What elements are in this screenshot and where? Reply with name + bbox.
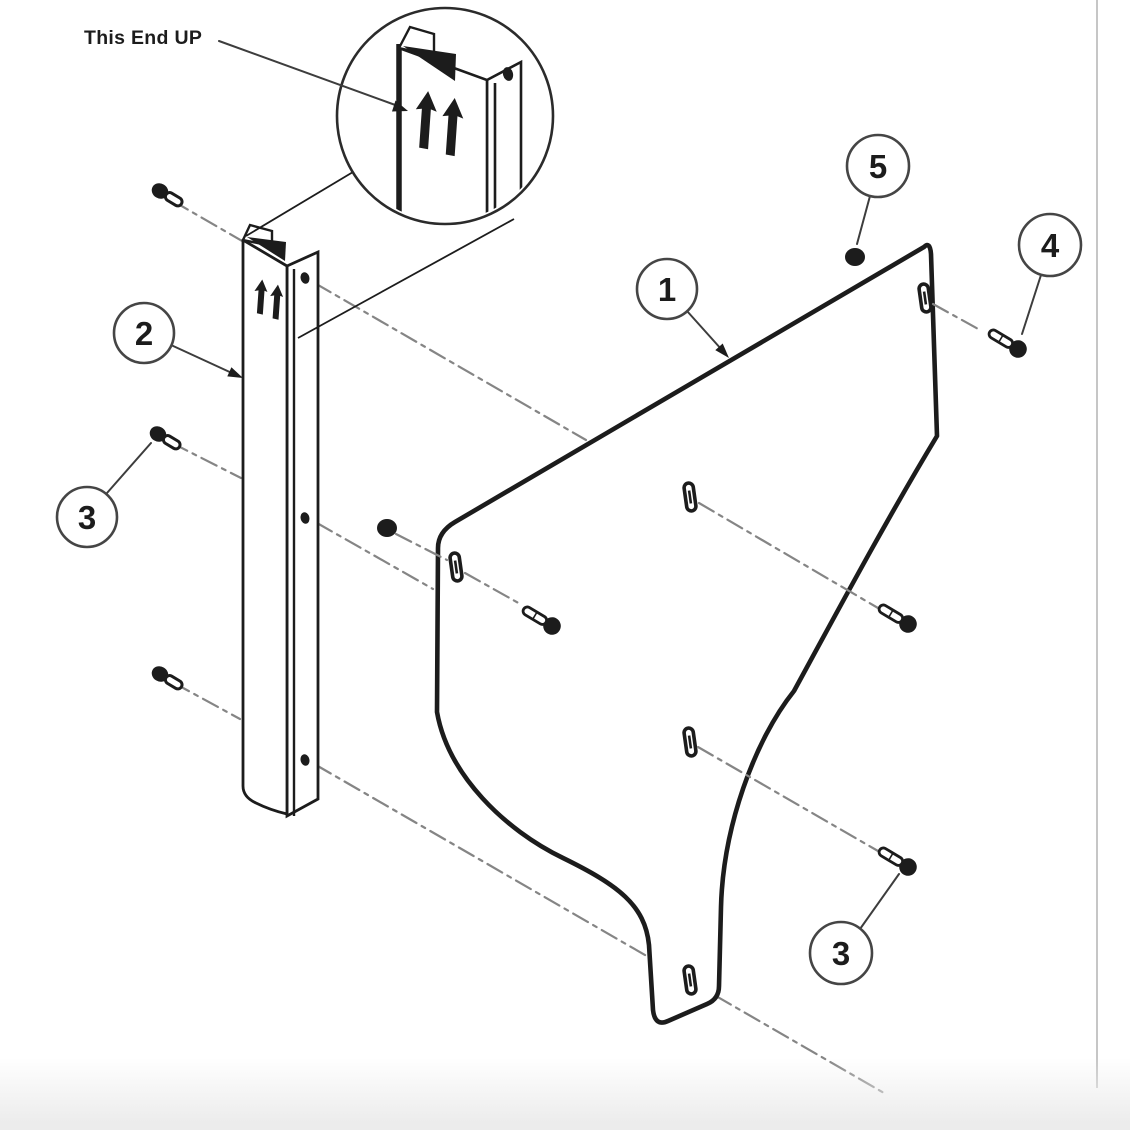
- callout-4: 4: [1017, 212, 1083, 335]
- detail-cone-line: [245, 171, 354, 237]
- assembly-axis-line: [170, 441, 243, 480]
- callout-3-lower-right-number: 3: [832, 935, 850, 972]
- plate-slot-lower: [681, 725, 699, 759]
- callout-1: 1: [635, 257, 729, 358]
- plate-slot-mid-left: [447, 550, 465, 584]
- assembly-axes-over: [394, 302, 982, 853]
- callouts: 1 2 3 3 4: [55, 133, 1083, 986]
- plate-slot-foot: [681, 963, 699, 997]
- plate-slot-mid-right: [681, 480, 699, 514]
- callout-4-number: 4: [1041, 227, 1060, 264]
- bracket-hole-middle: [300, 512, 310, 524]
- assembly-axis-line: [172, 681, 242, 721]
- plate-outline: [434, 242, 940, 1025]
- callout-2: 2: [112, 301, 243, 378]
- bracket-front-face: [241, 238, 289, 816]
- bracket-hole-top: [300, 272, 310, 284]
- detail-content: [396, 25, 523, 221]
- detail-bracket-top-shadow: [403, 46, 456, 81]
- detail-bracket-face: [397, 46, 489, 221]
- nut-5: [845, 248, 865, 266]
- detail-bracket-hole: [502, 67, 514, 81]
- callout-5-number: 5: [869, 148, 887, 185]
- up-arrows-icon: [254, 279, 284, 320]
- plate-slot-top-right: [916, 281, 934, 315]
- callout-3-upper-left-number: 3: [78, 499, 96, 536]
- plate-part-1: [434, 242, 940, 1025]
- assembly-axis-line: [696, 745, 880, 853]
- orientation-label: This End UP: [84, 27, 203, 49]
- bolt-3-top-left: [147, 178, 187, 212]
- detail-bubble: [245, 6, 555, 339]
- callout-1-number: 1: [658, 271, 676, 308]
- bolt-3-mid-left: [145, 421, 185, 455]
- page-edge-line: [1096, 0, 1098, 1088]
- assembly-axis-line: [394, 532, 449, 562]
- bracket-hole-bottom: [300, 754, 310, 766]
- callout-3-lower-right: 3: [808, 873, 900, 986]
- bracket-flange: [285, 249, 320, 819]
- callout-2-number: 2: [135, 315, 153, 352]
- detail-cone-line: [297, 218, 515, 339]
- assembly-axis-line: [931, 302, 982, 332]
- assembly-axis-line: [697, 501, 880, 610]
- detail-up-arrows-icon: [415, 91, 464, 157]
- assembly-axis-line: [171, 199, 588, 442]
- bolt-mid-right: [873, 598, 922, 638]
- orientation-label-leader: [218, 40, 408, 112]
- callout-5: 5: [845, 133, 911, 245]
- bracket-top-shadow: [247, 237, 286, 261]
- bolt-3-lower-right: [873, 841, 922, 881]
- assembly-axis-line: [314, 763, 886, 1095]
- callout-3-upper-left: 3: [55, 442, 152, 549]
- bracket-part-2: [241, 223, 320, 819]
- nut-5-second: [377, 519, 397, 537]
- assembly-axis-line: [463, 571, 524, 607]
- assembly-axis-line: [315, 521, 435, 591]
- bolt-3-bottom-left: [147, 661, 187, 695]
